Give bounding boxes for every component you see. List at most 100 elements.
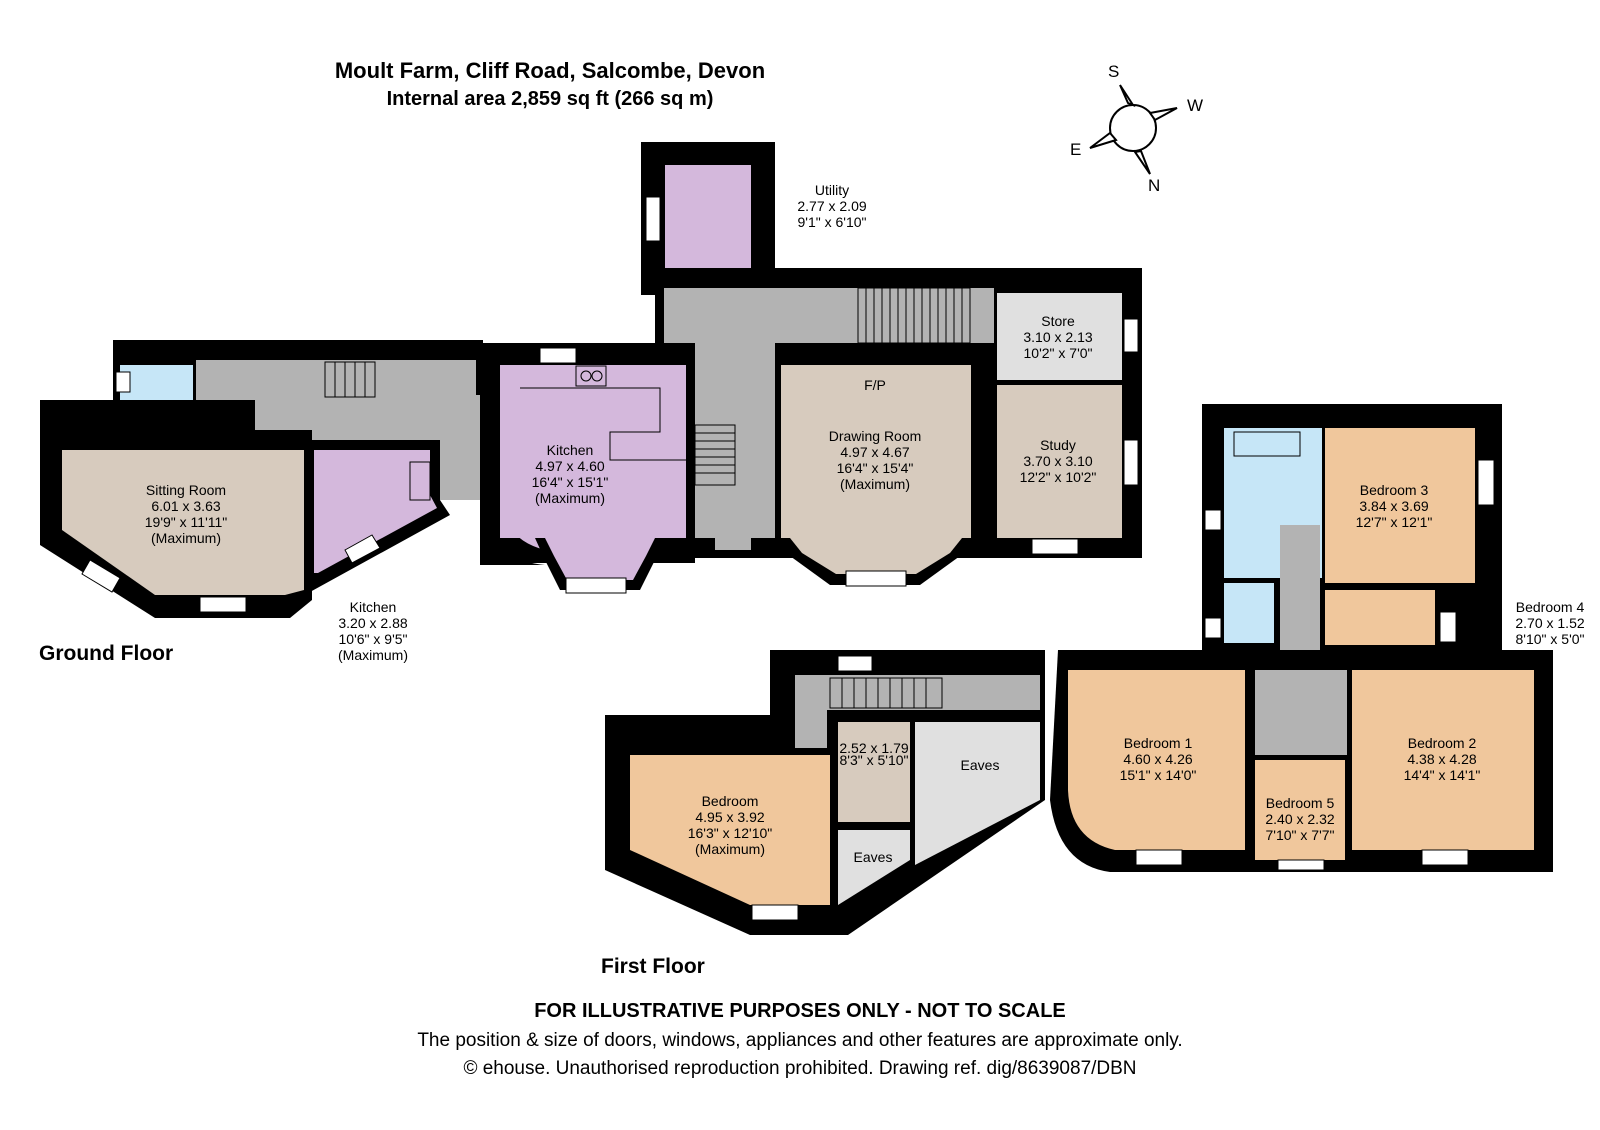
window bbox=[539, 347, 577, 364]
window bbox=[845, 570, 907, 587]
room-label-line: 4.38 x 4.28 bbox=[1407, 751, 1476, 767]
room-utility bbox=[665, 165, 751, 277]
room-label-line: Bedroom 5 bbox=[1266, 795, 1335, 811]
room-label-line: 2.77 x 2.09 bbox=[797, 198, 866, 214]
room-label-line: 2.40 x 2.32 bbox=[1265, 811, 1334, 827]
window bbox=[1123, 439, 1139, 486]
window bbox=[1135, 849, 1183, 866]
floor-label-first: First Floor bbox=[601, 955, 705, 978]
room-sitting bbox=[62, 450, 304, 595]
room-label-line: 4.97 x 4.60 bbox=[535, 458, 604, 474]
window bbox=[115, 371, 131, 393]
room-label-line: 9'1" x 6'10" bbox=[798, 214, 867, 230]
first-floor bbox=[605, 404, 1553, 935]
room-bedroom4 bbox=[1325, 590, 1435, 645]
room-label-line: 8'3" x 5'10" bbox=[840, 752, 909, 768]
window bbox=[1477, 459, 1495, 506]
room-label-line: Eaves bbox=[961, 757, 1000, 773]
room-label-line: (Maximum) bbox=[840, 476, 910, 492]
room-label-line: 3.84 x 3.69 bbox=[1359, 498, 1428, 514]
header-address: Moult Farm, Cliff Road, Salcombe, Devon bbox=[334, 58, 766, 83]
entrance bbox=[715, 520, 751, 550]
room-label-fp: F/P bbox=[864, 377, 886, 393]
window bbox=[645, 196, 661, 242]
room-label-line: 4.60 x 4.26 bbox=[1123, 751, 1192, 767]
sink-icon bbox=[409, 461, 431, 501]
room-label-line: Sitting Room bbox=[146, 482, 226, 498]
compass-letter-w: W bbox=[1187, 96, 1204, 115]
room-label-line: 4.95 x 3.92 bbox=[695, 809, 764, 825]
stairs-left bbox=[324, 361, 376, 398]
room-eaves-small bbox=[838, 830, 910, 905]
room-study bbox=[997, 385, 1122, 538]
room-bedroom5 bbox=[1255, 760, 1345, 860]
wall-kitchen1-curve bbox=[480, 510, 545, 565]
header-area: Internal area 2,859 sq ft (266 sq m) bbox=[386, 88, 714, 110]
room-label-line: 10'2" x 7'0" bbox=[1024, 345, 1093, 361]
room-label-line: 12'7" x 12'1" bbox=[1356, 514, 1433, 530]
room-label-line: F/P bbox=[864, 377, 886, 393]
room-label-line: 3.70 x 3.10 bbox=[1023, 453, 1092, 469]
window bbox=[1204, 509, 1222, 531]
window bbox=[565, 577, 627, 594]
floor-label-ground: Ground Floor bbox=[39, 642, 174, 665]
room-label-line: 7'10" x 7'7" bbox=[1266, 827, 1335, 843]
room-label-line: (Maximum) bbox=[695, 841, 765, 857]
kitchen1-units bbox=[520, 365, 686, 461]
room-label-line: Store bbox=[1041, 313, 1075, 329]
room-label-line: 15'1" x 14'0" bbox=[1120, 767, 1197, 783]
window bbox=[1123, 318, 1139, 353]
room-label-line: 14'4" x 14'1" bbox=[1404, 767, 1481, 783]
room-label-line: (Maximum) bbox=[338, 647, 408, 663]
window bbox=[1421, 849, 1469, 866]
room-bedroom2 bbox=[1352, 670, 1534, 850]
room-drawing-bay bbox=[790, 538, 962, 574]
room-label-line: Kitchen bbox=[547, 442, 594, 458]
room-kitchen2 bbox=[314, 450, 437, 573]
room-label-line: (Maximum) bbox=[535, 490, 605, 506]
window bbox=[1439, 611, 1457, 643]
room-label-line: 16'4" x 15'4" bbox=[837, 460, 914, 476]
room-shower bbox=[1224, 583, 1274, 643]
room-wc bbox=[120, 365, 193, 400]
footer-note: The position & size of doors, windows, a… bbox=[417, 1030, 1183, 1051]
room-small bbox=[838, 722, 910, 822]
window bbox=[1277, 859, 1325, 871]
room-label-eaves2: Eaves bbox=[854, 849, 893, 865]
compass-letter-s: S bbox=[1108, 62, 1120, 81]
room-label-line: 2.70 x 1.52 bbox=[1515, 615, 1584, 631]
room-label-line: 19'9" x 11'11" bbox=[145, 514, 228, 530]
footer-disclaimer: FOR ILLUSTRATIVE PURPOSES ONLY - NOT TO … bbox=[534, 1000, 1066, 1022]
room-label-line: 16'3" x 12'10" bbox=[688, 825, 773, 841]
room-label-eaves1: Eaves bbox=[961, 757, 1000, 773]
footer-copyright: © ehouse. Unauthorised reproduction proh… bbox=[463, 1058, 1137, 1079]
room-label-line: 2.52 x 1.79 bbox=[839, 740, 908, 756]
room-label-line: Bedroom 1 bbox=[1124, 735, 1193, 751]
bath-icon bbox=[1233, 431, 1301, 457]
room-label-line: 3.20 x 2.88 bbox=[338, 615, 407, 631]
window bbox=[751, 904, 799, 921]
room-store bbox=[997, 293, 1122, 380]
compass-icon bbox=[1089, 84, 1178, 175]
window bbox=[837, 655, 873, 672]
window bbox=[81, 559, 121, 593]
room-label-line: Bedroom 3 bbox=[1360, 482, 1429, 498]
window bbox=[1031, 538, 1079, 555]
room-label-line: Bedroom 2 bbox=[1408, 735, 1477, 751]
landing-centre bbox=[1255, 670, 1347, 755]
room-label-line: Study bbox=[1040, 437, 1076, 453]
window bbox=[1204, 617, 1222, 639]
stairs-first bbox=[829, 677, 943, 709]
window bbox=[344, 534, 381, 564]
room-bedroom3 bbox=[1325, 428, 1475, 583]
landing-right bbox=[1280, 525, 1320, 655]
